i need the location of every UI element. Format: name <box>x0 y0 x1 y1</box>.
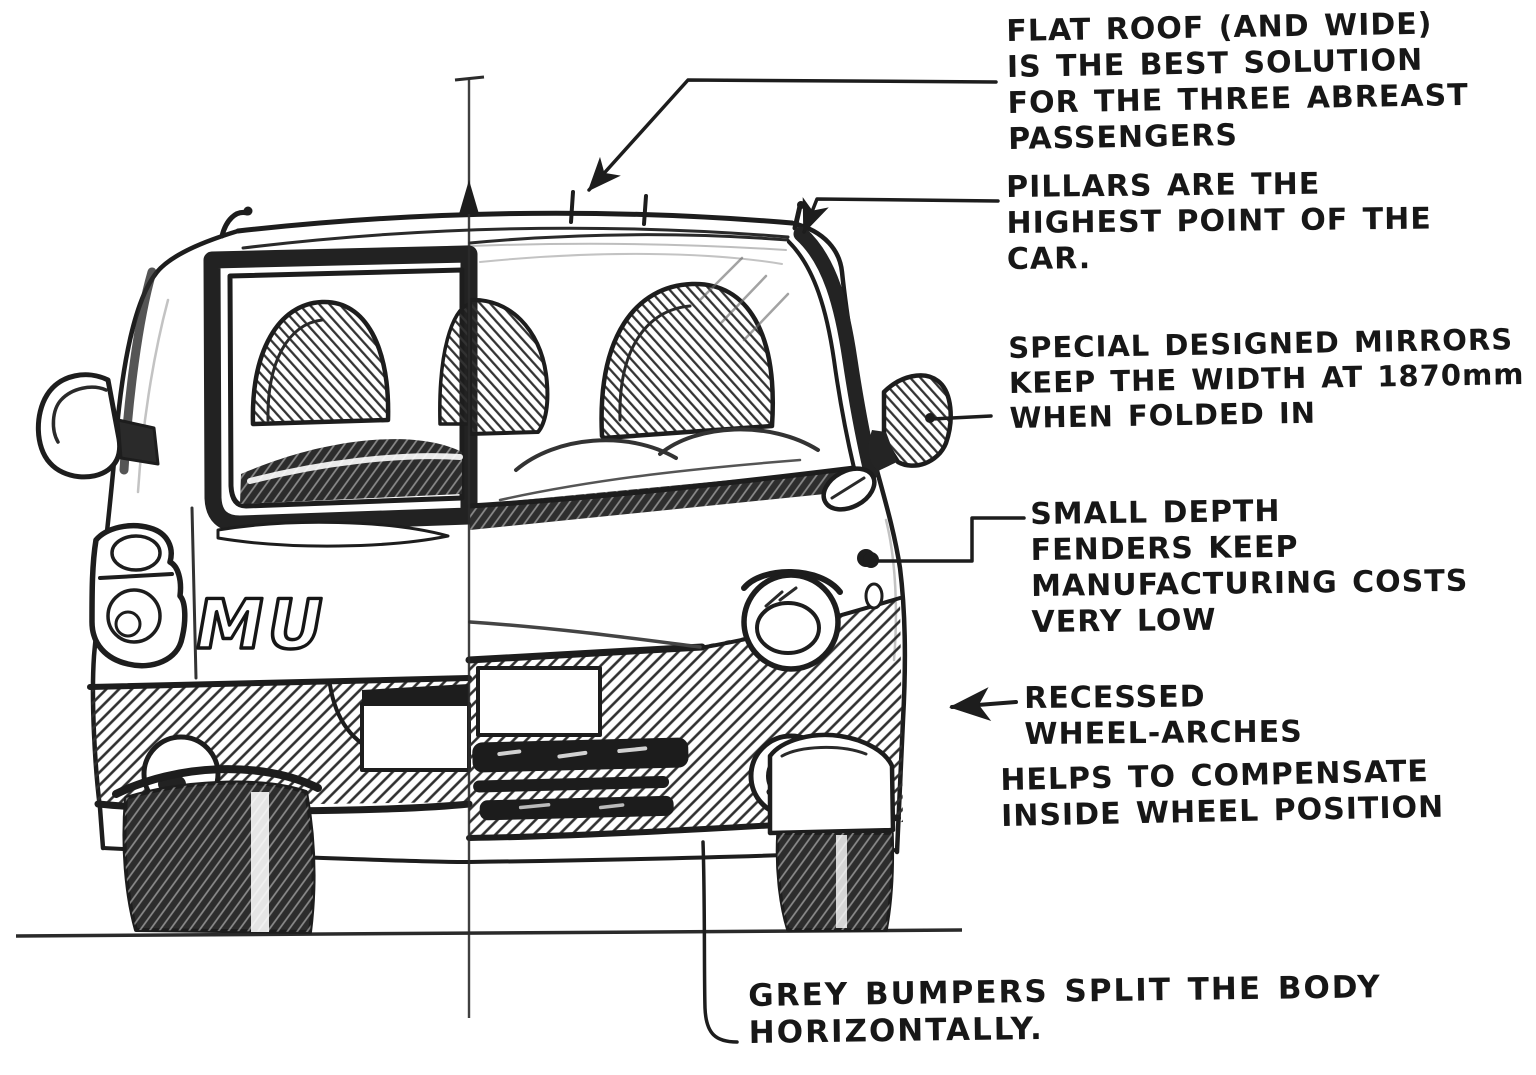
left-mirror-mount <box>116 418 160 466</box>
car-body: MU <box>35 190 953 934</box>
license-plate-rear <box>360 702 471 772</box>
leader-fenders <box>877 516 1026 563</box>
a-pillar <box>787 226 879 480</box>
grille <box>472 737 689 821</box>
right-mirror <box>868 373 953 471</box>
centerline-arrow <box>459 180 479 214</box>
note-mirrors: SPECIAL DESIGNED MIRRORS KEEP THE WIDTH … <box>1008 322 1525 435</box>
note-wheel-arches-body: HELPS TO COMPENSATE INSIDE WHEEL POSITIO… <box>1000 754 1445 834</box>
right-mirror-mount <box>868 430 897 471</box>
headrest-right <box>599 281 775 441</box>
right-wheel <box>767 732 896 932</box>
note-bumpers: GREY BUMPERS SPLIT THE BODY HORIZONTALLY… <box>748 969 1382 1052</box>
centerline <box>454 75 485 1018</box>
leader-pillars <box>802 197 1000 234</box>
badge-text: MU <box>189 585 334 664</box>
body-crease <box>216 520 450 548</box>
headrest-left <box>250 299 391 427</box>
note-pillars: PILLARS ARE THE HIGHEST POINT OF THE CAR… <box>1006 166 1432 277</box>
note-fenders: SMALL DEPTH FENDERS KEEP MANUFACTURING C… <box>1030 493 1469 640</box>
note-wheel-arches-title: RECESSED WHEEL-ARCHES <box>1024 679 1303 752</box>
headrest-middle-right <box>468 297 550 436</box>
hatch-shutline <box>190 506 198 680</box>
leader-mirrors <box>930 414 993 421</box>
left-wheel <box>112 765 322 934</box>
dashboard-hump-right <box>658 427 820 456</box>
tail-light <box>89 522 188 669</box>
rear-window <box>203 245 478 533</box>
left-mirror <box>35 372 160 480</box>
note-flat-roof: FLAT ROOF (AND WIDE) IS THE BEST SOLUTIO… <box>1006 6 1469 157</box>
dashboard-hump-left <box>514 438 678 472</box>
leader-bumpers <box>701 840 739 1044</box>
leader-flat-roof <box>587 78 998 192</box>
license-plate-front <box>476 666 602 737</box>
headlight <box>741 569 843 672</box>
wiper <box>498 458 802 502</box>
hood-cutline <box>468 620 702 649</box>
windshield <box>467 233 864 530</box>
leader-wheel-arches-arrow <box>949 687 1018 721</box>
